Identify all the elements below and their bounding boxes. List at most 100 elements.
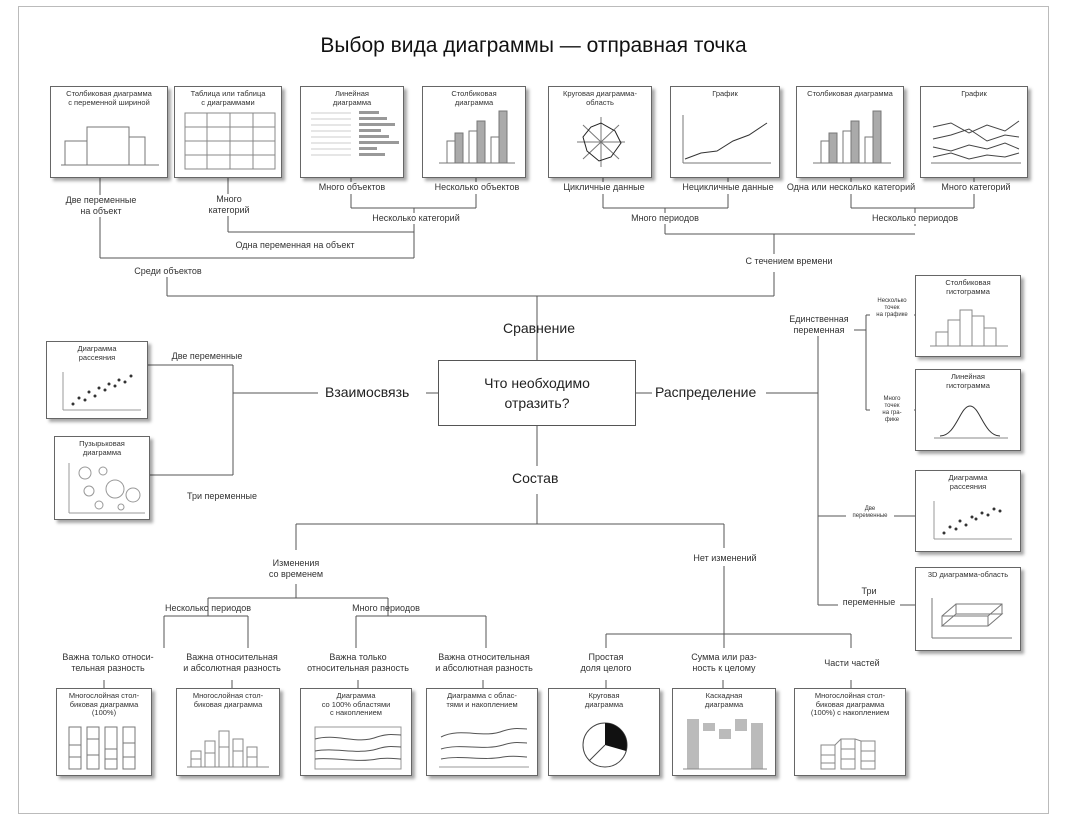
label-dist-two-vars: Две переменные — [846, 506, 894, 520]
card-radar-title: Круговая диаграмма- область — [563, 89, 637, 107]
card-line-noncyclic-title: График — [712, 89, 738, 98]
card-column-time: Столбиковая диаграмма — [796, 86, 904, 178]
label-many-objects: Много объектов — [313, 182, 391, 193]
hub-comparison: Сравнение — [503, 320, 575, 336]
card-area-3d: 3D диаграмма-область — [915, 567, 1021, 651]
card-area-3d-title: 3D диаграмма-область — [927, 570, 1009, 579]
label-few-points: Несколько точек на графике — [870, 298, 914, 319]
line-many-thumbnail — [931, 120, 1021, 164]
scatter-relationship-thumbnail — [62, 372, 141, 411]
card-radar: Круговая диаграмма- область — [548, 86, 652, 178]
card-scatter-distribution: Диаграмма рассеяния — [915, 470, 1021, 552]
radar-thumbnail — [577, 117, 625, 167]
pie-thumbnail — [582, 722, 628, 768]
label-few-categories: Несколько категорий — [368, 213, 464, 224]
card-line-noncyclic: График — [670, 86, 780, 178]
card-bubble-title: Пузырьковая диаграмма — [79, 439, 125, 457]
card-stacked-area: Диаграмма с облас- тями и накоплением — [426, 688, 538, 776]
label-single-variable: Единственная переменная — [784, 314, 854, 336]
stacked-100-subcomponents-thumbnail — [820, 738, 876, 770]
card-column-time-title: Столбиковая диаграмма — [807, 89, 893, 98]
stacked-column-thumbnail — [187, 730, 269, 768]
label-relative-absolute-2: Важна относительная и абсолютная разност… — [426, 652, 542, 674]
card-histogram-line: Линейная гистограмма — [915, 369, 1021, 451]
card-stacked-column: Многослойная стол- биковая диаграмма — [176, 688, 280, 776]
label-simple-share: Простая доля целого — [568, 652, 644, 674]
page-title: Выбор вида диаграммы — отправная точка — [320, 34, 747, 57]
card-line-many: График — [920, 86, 1028, 178]
card-stacked-area-100-title: Диаграмма со 100% областями с накопление… — [321, 691, 391, 717]
column-few-thumbnail — [439, 110, 515, 164]
waterfall-thumbnail — [683, 719, 767, 770]
label-cyclic-data: Цикличные данные — [560, 182, 648, 193]
hub-relationship: Взаимосвязь — [325, 384, 410, 400]
card-stacked-100: Многослойная стол- биковая диаграмма (10… — [56, 688, 152, 776]
label-accumulation: Сумма или раз- ность к целому — [676, 652, 772, 674]
histogram-column-thumbnail — [930, 309, 1008, 347]
card-column-few: Столбиковая диаграмма — [422, 86, 526, 178]
card-pie: Круговая диаграмма — [548, 688, 660, 776]
stacked-area-100-thumbnail — [314, 726, 402, 770]
variable-width-bar-thumbnail — [61, 126, 159, 166]
label-few-objects: Несколько объектов — [433, 182, 521, 193]
hub-composition: Состав — [512, 470, 559, 486]
label-few-periods: Несколько периодов — [862, 213, 968, 224]
label-relative-only-2: Важна только относительная разность — [298, 652, 418, 674]
bubble-thumbnail — [68, 463, 145, 514]
label-many-categories-time: Много категорий — [934, 182, 1018, 193]
card-waterfall-title: Каскадная диаграмма — [704, 691, 744, 709]
central-question: Что необходимо отразить? — [438, 360, 636, 426]
line-noncyclic-thumbnail — [682, 115, 771, 164]
card-stacked-100-title: Многослойная стол- биковая диаграмма (10… — [68, 691, 140, 717]
label-over-time: С течением времени — [737, 256, 841, 267]
bar-horizontal-thumbnail — [311, 111, 399, 156]
area-3d-thumbnail — [931, 598, 1012, 639]
card-pie-title: Круговая диаграмма — [584, 691, 624, 709]
card-stacked-100-subcomponents-title: Многослойная стол- биковая диаграмма (10… — [810, 691, 890, 717]
label-many-periods: Много периодов — [620, 213, 710, 224]
card-histogram-column-title: Столбиковая гистограмма — [945, 278, 991, 296]
label-components-of-components: Части частей — [812, 658, 892, 669]
label-many-points: Много точек на гра- фике — [870, 396, 914, 424]
stacked-100-thumbnail — [68, 726, 136, 770]
hub-distribution: Распределение — [655, 384, 757, 400]
label-noncyclic-data: Нецикличные данные — [678, 182, 778, 193]
card-scatter-relationship: Диаграмма рассеяния — [46, 341, 148, 419]
label-many-categories: Много категорий — [204, 194, 254, 216]
scatter-distribution-thumbnail — [933, 501, 1012, 540]
card-bar-horizontal-title: Линейная диаграмма — [332, 89, 372, 107]
label-one-or-few-categories: Одна или несколько категорий — [786, 182, 916, 193]
card-stacked-column-title: Многослойная стол- биковая диаграмма — [192, 691, 264, 709]
label-one-var-per-object: Одна переменная на объект — [235, 240, 355, 250]
label-two-vars-per-object: Две переменные на объект — [58, 195, 144, 217]
label-static: Нет изменений — [680, 553, 770, 564]
card-stacked-area-title: Диаграмма с облас- тями и накоплением — [446, 691, 518, 709]
label-comp-many-periods: Много периодов — [352, 603, 420, 613]
card-scatter-distribution-title: Диаграмма рассеяния — [948, 473, 988, 491]
card-histogram-column: Столбиковая гистограмма — [915, 275, 1021, 357]
card-table-embedded-title: Таблица или таблица с диаграммами — [190, 89, 266, 107]
card-variable-width-bar-title: Столбиковая диаграмма с переменной ширин… — [66, 89, 152, 107]
label-changing-over-time: Изменения со временем — [252, 558, 340, 580]
card-bubble: Пузырьковая диаграмма — [54, 436, 150, 520]
card-scatter-relationship-title: Диаграмма рассеяния — [77, 344, 117, 362]
card-variable-width-bar: Столбиковая диаграмма с переменной ширин… — [50, 86, 168, 178]
card-bar-horizontal: Линейная диаграмма — [300, 86, 404, 178]
card-column-few-title: Столбиковая диаграмма — [451, 89, 497, 107]
label-among-objects: Среди объектов — [130, 266, 206, 277]
card-table-embedded: Таблица или таблица с диаграммами — [174, 86, 282, 178]
card-line-many-title: График — [961, 89, 987, 98]
label-rel-three-vars: Три переменные — [186, 491, 258, 501]
card-waterfall: Каскадная диаграмма — [672, 688, 776, 776]
page-frame — [18, 6, 1049, 814]
histogram-line-thumbnail — [934, 405, 1008, 439]
card-stacked-100-subcomponents: Многослойная стол- биковая диаграмма (10… — [794, 688, 906, 776]
label-relative-only-1: Важна только относи- тельная разность — [54, 652, 162, 674]
card-stacked-area-100: Диаграмма со 100% областями с накопление… — [300, 688, 412, 776]
label-dist-three-vars: Три переменные — [838, 586, 900, 608]
label-comp-few-periods: Несколько периодов — [164, 603, 252, 613]
label-relative-absolute-1: Важна относительная и абсолютная разност… — [176, 652, 288, 674]
label-rel-two-vars: Две переменные — [171, 351, 243, 361]
table-embedded-thumbnail — [184, 112, 276, 170]
